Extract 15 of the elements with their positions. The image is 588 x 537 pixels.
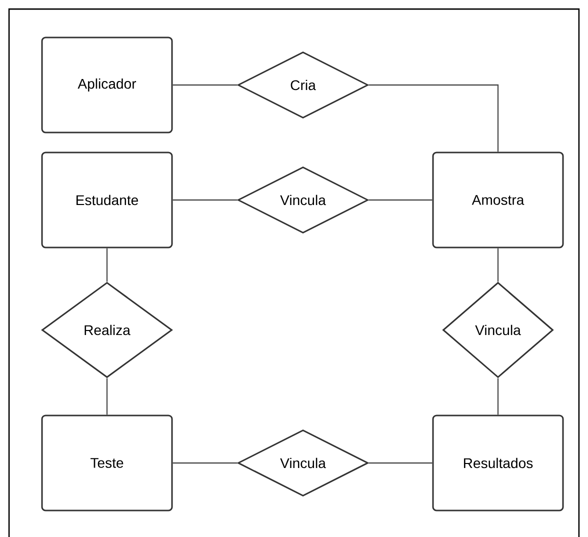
connector-line xyxy=(172,462,238,464)
connector-line xyxy=(172,199,238,201)
entity-box: Teste xyxy=(41,414,173,512)
connector-line xyxy=(368,462,432,464)
entity-box: Estudante xyxy=(41,152,173,248)
entity-box: Aplicador xyxy=(41,36,173,134)
connector-line xyxy=(106,378,108,415)
connector-line xyxy=(497,378,499,415)
entity-box: Amostra xyxy=(432,152,564,248)
entity-box: Resultados xyxy=(432,414,564,512)
connector-line xyxy=(106,248,108,282)
connector-line xyxy=(497,248,499,282)
connector-line xyxy=(368,199,432,201)
connector-line xyxy=(368,84,499,152)
connector-line xyxy=(172,84,238,86)
